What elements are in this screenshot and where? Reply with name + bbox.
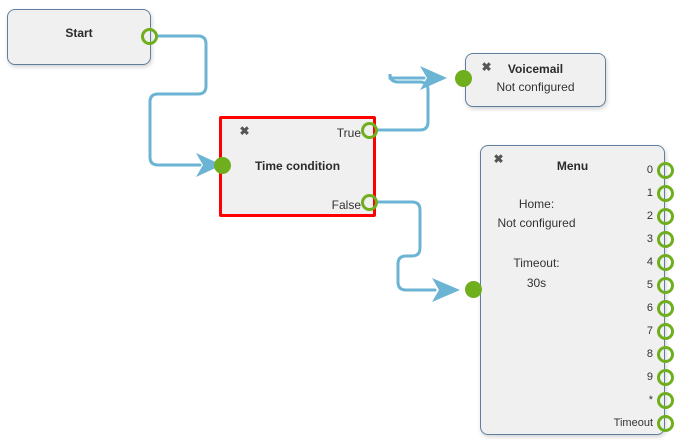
node-menu[interactable]: ✖ Menu Home: Not configured Timeout: 30s [480,145,665,435]
start-output-port[interactable] [141,28,158,45]
menu-timeout-value: 30s [526,276,547,290]
menu-port-label-2: 2 [646,210,653,222]
menu-port-label-4: 4 [646,256,653,268]
menu-output-port-9[interactable] [657,369,674,386]
menu-port-label-7: 7 [646,325,653,337]
menu-close-icon[interactable]: ✖ [493,152,504,166]
time-condition-false-label: False [331,198,361,212]
node-voicemail[interactable]: ✖ Voicemail Not configured [465,53,606,107]
menu-output-port-3[interactable] [657,231,674,248]
wire-start-to-time-condition [148,34,208,167]
node-start-title: Start [65,26,93,40]
menu-output-port-7[interactable] [657,323,674,340]
menu-input-port[interactable] [465,281,482,298]
wire-arrow-voicemail [420,66,447,90]
menu-port-label-Timeout: Timeout [613,417,653,429]
menu-output-port-6[interactable] [657,300,674,317]
time-condition-false-port[interactable] [361,194,378,211]
node-voicemail-title: Voicemail [507,62,564,76]
menu-port-label-3: 3 [646,233,653,245]
menu-port-label-5: 5 [646,279,653,291]
menu-port-label-0: 0 [646,164,653,176]
menu-timeout-label: Timeout: [513,256,560,270]
menu-output-port-8[interactable] [657,346,674,363]
menu-home-value: Not configured [497,216,576,230]
wire-false-to-menu [376,200,437,292]
menu-output-port-5[interactable] [657,277,674,294]
menu-output-port-star[interactable] [657,392,674,409]
time-condition-true-label: True [336,126,361,140]
wire-true-to-voicemail [376,73,430,132]
node-menu-title: Menu [556,159,589,173]
menu-port-label-6: 6 [646,302,653,314]
menu-port-label-1: 1 [646,187,653,199]
wire-arrow-menu [432,278,460,302]
menu-port-label-9: 9 [646,371,653,383]
menu-output-port-4[interactable] [657,254,674,271]
voicemail-input-port[interactable] [455,70,472,87]
menu-output-port-2[interactable] [657,208,674,225]
menu-port-label-star: * [648,394,653,406]
node-time-condition-title: Time condition [254,159,341,173]
menu-output-port-Timeout[interactable] [657,415,674,432]
node-time-condition[interactable]: ✖ Time condition True False [219,116,376,217]
voicemail-status: Not configured [496,80,575,94]
menu-home-label: Home: [518,197,555,211]
voicemail-close-icon[interactable]: ✖ [481,60,492,74]
time-condition-close-icon[interactable]: ✖ [239,124,250,138]
time-condition-true-port[interactable] [361,122,378,139]
node-start[interactable]: Start [7,9,151,65]
menu-output-port-0[interactable] [657,162,674,179]
time-condition-input-port[interactable] [214,157,231,174]
menu-output-port-1[interactable] [657,185,674,202]
menu-port-label-8: 8 [646,348,653,360]
